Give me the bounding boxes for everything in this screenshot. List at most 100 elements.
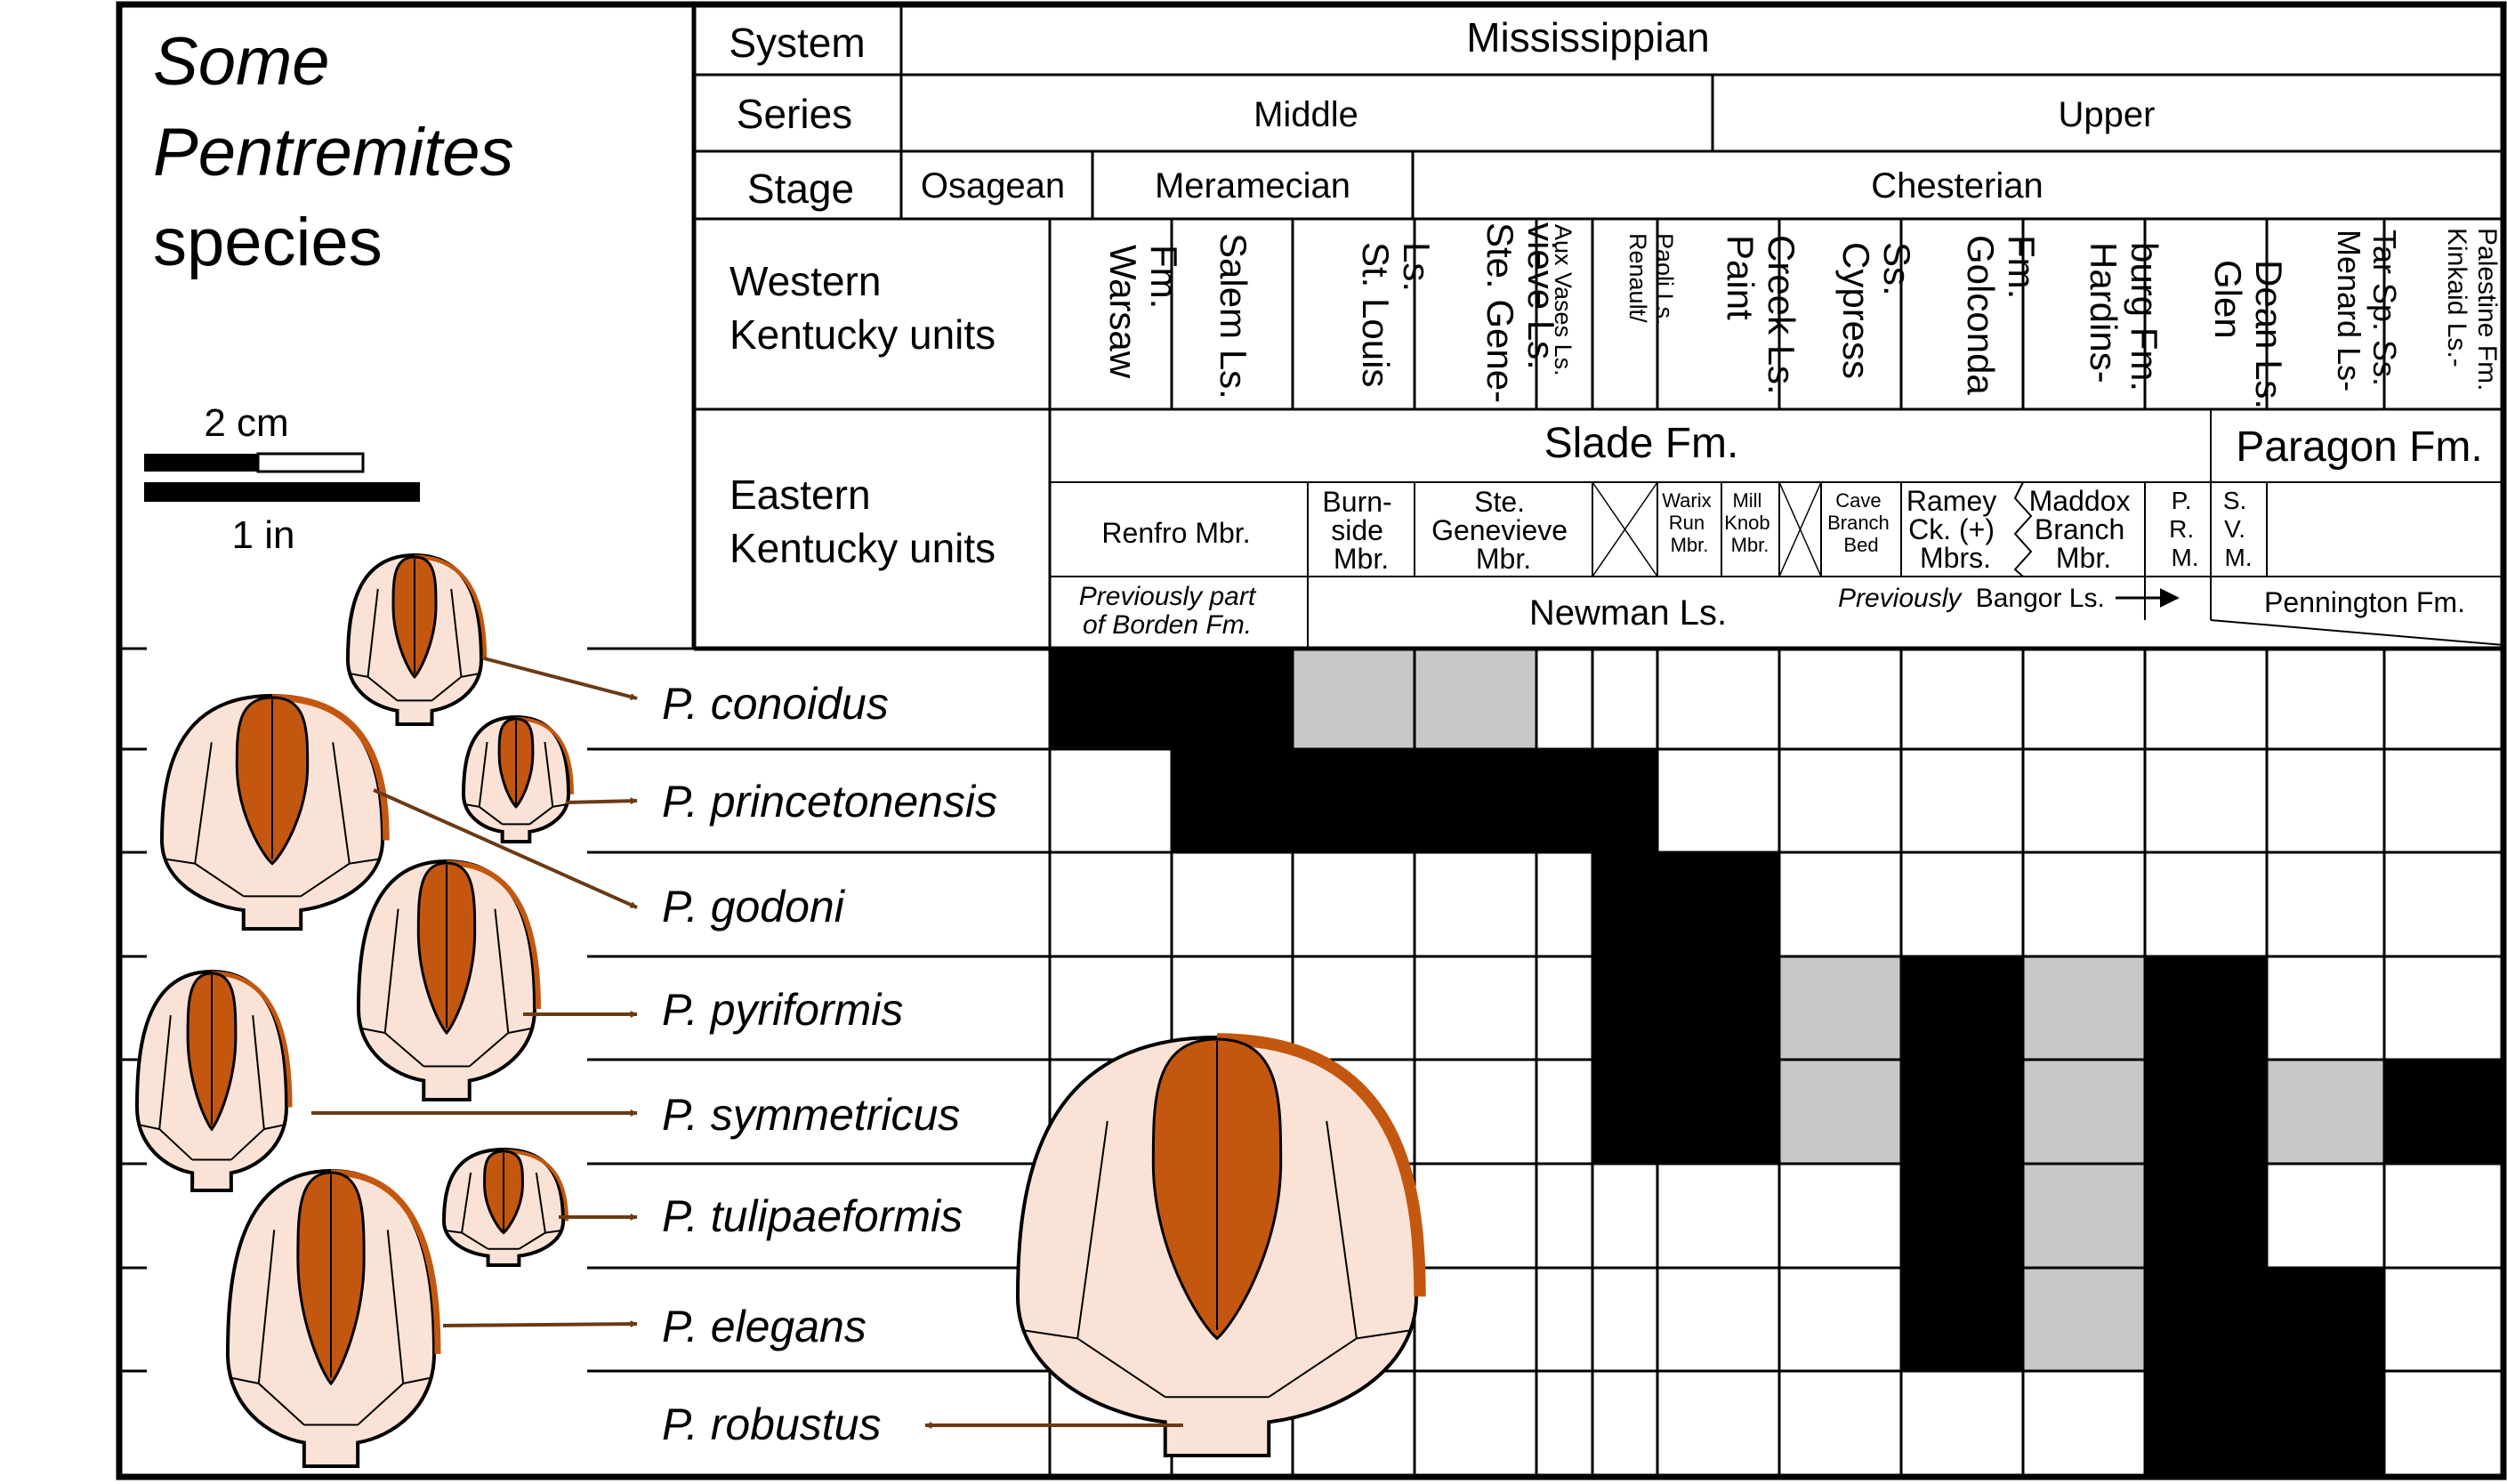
unit-menard: Menard Ls- Tar Sp. Ss. bbox=[2331, 230, 2403, 400]
fossil-princetonensis bbox=[461, 714, 574, 843]
fossil-godoni bbox=[159, 693, 390, 931]
occurrence-cell bbox=[1415, 749, 1536, 852]
western-units: Warsaw Fm. Salem Ls. St. Louis Ls. Ste. … bbox=[1102, 222, 2502, 414]
western-label-1: Western bbox=[730, 258, 881, 304]
occurrence-cell bbox=[2023, 1164, 2145, 1268]
occurrence-cell bbox=[1901, 956, 2023, 1060]
occurrence-cell bbox=[2384, 1060, 2503, 1164]
pennington-fm: Pennington Fm. bbox=[2264, 586, 2465, 618]
fossil-robustus bbox=[1015, 1033, 1426, 1457]
slade-fm: Slade Fm. bbox=[1544, 420, 1739, 467]
scale-bar-in bbox=[144, 482, 420, 502]
occurrence-cell bbox=[1657, 852, 1779, 956]
occurrence-cell bbox=[2267, 1371, 2384, 1475]
member-maddox-branch: Maddox Branch Mbr. bbox=[2029, 485, 2139, 574]
occurrence-cell bbox=[2267, 1268, 2384, 1371]
occurrence-cell bbox=[2023, 1060, 2145, 1164]
occurrence-cell bbox=[1050, 649, 1172, 749]
member-svm: S. V. M. bbox=[2223, 487, 2253, 571]
fossil-pyriformis bbox=[356, 859, 541, 1101]
title-line-3: species bbox=[153, 205, 383, 280]
species-symmetricus: P. symmetricus bbox=[662, 1090, 960, 1140]
species-elegans: P. elegans bbox=[662, 1302, 867, 1351]
fossil-illustrations bbox=[134, 552, 1426, 1468]
occurrence-cell bbox=[1901, 1060, 2023, 1164]
unit-salem: Salem Ls. bbox=[1213, 233, 1254, 399]
species-tulipaeformis: P. tulipaeformis bbox=[662, 1191, 963, 1241]
member-renfro: Renfro Mbr. bbox=[1101, 517, 1250, 549]
stage-chesterian: Chesterian bbox=[1871, 166, 2043, 206]
occurrence-cell bbox=[2145, 1060, 2267, 1164]
occurrence-cell bbox=[1901, 1268, 2023, 1371]
fossil-symmetricus bbox=[134, 969, 293, 1192]
unit-golconda: Golconda Fm. bbox=[1960, 235, 2043, 405]
occurrence-cells bbox=[1050, 649, 2503, 1475]
unit-cypress: Cypress Ss. bbox=[1835, 242, 1918, 390]
arrow-godoni bbox=[373, 788, 638, 909]
scale-bar-cm-black bbox=[144, 454, 258, 472]
unit-hardinsburg: Hardins- burg Fm. bbox=[2083, 242, 2165, 393]
title-line-2: Pentremites bbox=[153, 115, 514, 190]
unit-ste-genevieve: Ste. Gene- vieve Ls. bbox=[1479, 222, 1562, 414]
member-warix-run: Warix Run Mbr. bbox=[1662, 489, 1717, 556]
member-burnside: Burn- side Mbr. bbox=[1322, 486, 1399, 575]
occurrence-cell bbox=[1172, 649, 1293, 749]
table-lines bbox=[116, 1, 2507, 1480]
occurrence-cell bbox=[2023, 956, 2145, 1060]
occurrence-cell bbox=[1293, 649, 1415, 749]
header-labels: System Series Stage Western Kentucky uni… bbox=[729, 14, 2155, 571]
member-ste-genevieve: Ste. Genevieve Mbr. bbox=[1431, 486, 1576, 575]
member-prm: P. R. M. bbox=[2169, 487, 2201, 571]
occurrence-cell bbox=[1592, 749, 1657, 852]
species-labels: P. conoidus P. princetonensis P. godoni … bbox=[662, 679, 997, 1449]
occurrence-cell bbox=[1779, 956, 1901, 1060]
arrow-princetonensis bbox=[565, 797, 638, 805]
scale-bar-cm-white bbox=[256, 452, 365, 473]
stage-osagean: Osagean bbox=[921, 166, 1065, 206]
system-value: Mississippian bbox=[1466, 14, 1710, 60]
member-ramey-creek: Ramey Ck. (+) Mbrs. bbox=[1906, 485, 2004, 574]
chart-title: Some Pentremites species bbox=[153, 24, 514, 280]
occurrence-cell bbox=[2145, 1371, 2267, 1475]
occurrence-cell bbox=[1172, 749, 1293, 852]
unit-renault-paoli: Renault/ Paoli Ls. bbox=[1624, 233, 1678, 329]
occurrence-cell bbox=[1592, 852, 1657, 956]
series-middle: Middle bbox=[1254, 95, 1358, 134]
occurrence-cell bbox=[2023, 1268, 2145, 1371]
member-cave-branch: Cave Branch Bed bbox=[1827, 489, 1895, 556]
system-label: System bbox=[729, 20, 865, 66]
unit-st-louis: St. Louis Ls. bbox=[1355, 242, 1438, 398]
series-label: Series bbox=[737, 91, 852, 137]
occurrence-cell bbox=[1293, 749, 1415, 852]
unit-warsaw: Warsaw Fm. bbox=[1102, 245, 1185, 389]
unit-paint-creek: Paint Creek Ls. bbox=[1720, 235, 1802, 395]
occurrence-cell bbox=[1536, 749, 1592, 852]
unit-kinkaid: Kinkaid Ls.- Palestine Fm. bbox=[2442, 228, 2502, 391]
newman-ls: Newman Ls. bbox=[1529, 593, 1727, 633]
species-pyriformis: P. pyriformis bbox=[662, 985, 903, 1035]
occurrence-cell bbox=[2145, 1164, 2267, 1268]
previously-borden-line-1: Previously part bbox=[1079, 582, 1257, 611]
species-godoni: P. godoni bbox=[662, 882, 846, 932]
fossil-arrows bbox=[311, 657, 1183, 1429]
paragon-fm: Paragon Fm. bbox=[2236, 423, 2482, 471]
stage-label: Stage bbox=[747, 165, 854, 212]
occurrence-cell bbox=[1779, 1060, 1901, 1164]
occurrence-cell bbox=[2267, 1060, 2384, 1164]
occurrence-cell bbox=[2145, 1268, 2267, 1371]
eastern-label-1: Eastern bbox=[730, 472, 871, 518]
species-princetonensis: P. princetonensis bbox=[662, 777, 997, 827]
scale-in-label: 1 in bbox=[232, 513, 295, 557]
series-upper: Upper bbox=[2059, 95, 2156, 134]
species-conoidus: P. conoidus bbox=[662, 679, 889, 729]
western-label-2: Kentucky units bbox=[730, 311, 996, 358]
unit-glen-dean: Glen Dean Ls. bbox=[2207, 260, 2290, 409]
occurrence-cell bbox=[1901, 1164, 2023, 1268]
fossil-elegans bbox=[225, 1168, 441, 1468]
unit-aux-vases: Aux Vases Ls. bbox=[1550, 224, 1576, 376]
member-mill-knob: Mill Knob Mbr. bbox=[1724, 489, 1776, 556]
arrow-conoidus bbox=[483, 657, 638, 701]
occurrence-cell bbox=[2145, 956, 2267, 1060]
occurrence-cell bbox=[1592, 1060, 1657, 1164]
